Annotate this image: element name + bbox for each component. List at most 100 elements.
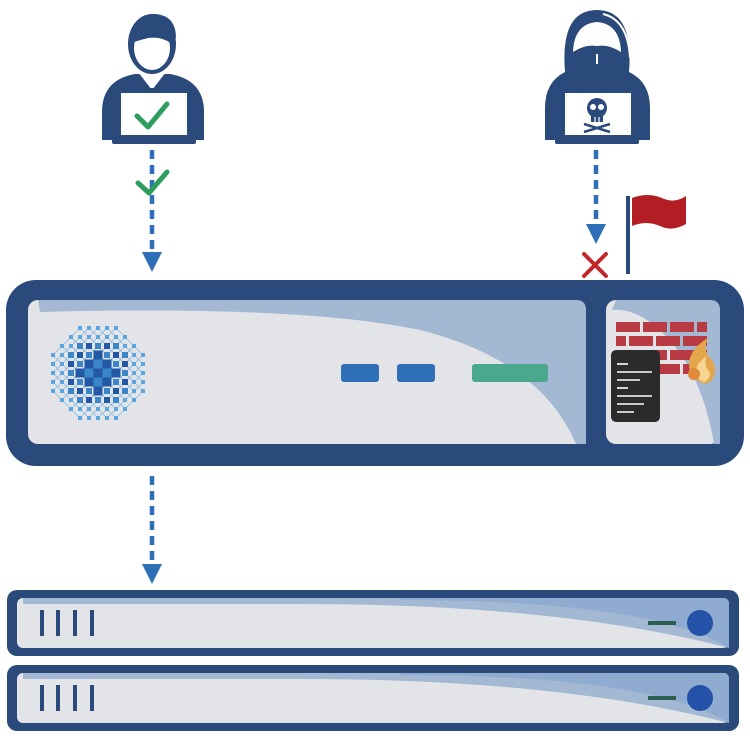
mesh-node <box>141 371 145 375</box>
mesh-node <box>51 353 55 357</box>
mesh-node <box>122 361 128 367</box>
check-icon <box>135 169 170 196</box>
mesh-node <box>60 371 64 375</box>
mesh-node <box>95 343 101 349</box>
mesh-node <box>86 388 92 394</box>
mesh-node <box>68 370 74 376</box>
mesh-node <box>51 389 55 393</box>
mesh-node <box>69 344 73 348</box>
mesh-node <box>105 335 109 339</box>
mesh-node <box>113 379 119 385</box>
mesh-node <box>95 397 101 403</box>
mesh-node <box>93 359 103 369</box>
network-mesh-icon <box>51 326 145 420</box>
mesh-node <box>102 359 112 369</box>
mesh-node <box>141 353 145 357</box>
mesh-node <box>105 326 109 330</box>
mesh-node <box>123 344 127 348</box>
mesh-node <box>114 416 118 420</box>
x-icon <box>582 252 608 278</box>
mesh-node <box>132 344 136 348</box>
mesh-node <box>87 335 91 339</box>
mesh-node <box>132 389 136 393</box>
mesh-node <box>113 397 119 403</box>
mesh-node <box>123 398 127 402</box>
mesh-node <box>93 350 103 360</box>
rack-server-icon <box>7 590 739 656</box>
mesh-node <box>96 335 100 339</box>
mesh-node <box>113 361 119 367</box>
mesh-node <box>113 343 119 349</box>
user-to-gateway-connection <box>142 150 162 272</box>
mesh-node <box>78 416 82 420</box>
mesh-node <box>102 368 112 378</box>
mesh-node <box>96 326 100 330</box>
mesh-node <box>84 368 94 378</box>
mesh-node <box>75 368 85 378</box>
mesh-node <box>60 362 64 366</box>
mesh-node <box>69 398 73 402</box>
user-laptop-icon <box>102 14 204 144</box>
hooded-hacker-icon <box>545 10 650 144</box>
mesh-node <box>77 352 83 358</box>
mesh-node <box>104 397 110 403</box>
mesh-node <box>104 352 110 358</box>
mesh-node <box>132 353 136 357</box>
mesh-node <box>68 388 74 394</box>
mesh-node <box>86 352 92 358</box>
mesh-node <box>102 377 112 387</box>
mesh-node <box>132 380 136 384</box>
mesh-node <box>123 335 127 339</box>
mesh-node <box>77 343 83 349</box>
mesh-node <box>68 352 74 358</box>
mesh-node <box>78 335 82 339</box>
status-leds <box>341 364 548 382</box>
mesh-node <box>51 371 55 375</box>
mesh-node <box>69 335 73 339</box>
mesh-node <box>51 380 55 384</box>
mesh-node <box>114 326 118 330</box>
mesh-node <box>114 335 118 339</box>
mesh-node <box>93 377 103 387</box>
mesh-node <box>105 416 109 420</box>
mesh-node <box>78 326 82 330</box>
mesh-node <box>51 362 55 366</box>
mesh-node <box>84 359 94 369</box>
mesh-node <box>87 407 91 411</box>
mesh-node <box>93 386 103 396</box>
mesh-node <box>113 352 119 358</box>
mesh-node <box>87 416 91 420</box>
mesh-node <box>77 388 83 394</box>
mesh-node <box>77 397 83 403</box>
mesh-node <box>78 407 82 411</box>
mesh-node <box>114 407 118 411</box>
mesh-node <box>105 407 109 411</box>
mesh-node <box>60 398 64 402</box>
mesh-node <box>123 407 127 411</box>
mesh-node <box>113 388 119 394</box>
mesh-node <box>60 389 64 393</box>
mesh-node <box>122 379 128 385</box>
mesh-node <box>104 388 110 394</box>
mesh-node <box>96 407 100 411</box>
mesh-node <box>132 362 136 366</box>
attacker-to-gateway-connection <box>586 150 606 244</box>
mesh-node <box>77 361 83 367</box>
mesh-node <box>132 398 136 402</box>
mesh-node <box>104 343 110 349</box>
mesh-node <box>111 368 121 378</box>
mesh-node <box>60 380 64 384</box>
rack-server-icon <box>7 665 739 731</box>
mesh-node <box>68 361 74 367</box>
mesh-node <box>122 388 128 394</box>
mesh-node <box>84 377 94 387</box>
mesh-node <box>141 389 145 393</box>
firewall-icon <box>611 322 715 422</box>
mesh-node <box>93 368 103 378</box>
check-icon <box>134 101 170 130</box>
red-flag-icon <box>626 195 686 274</box>
mesh-node <box>86 343 92 349</box>
skull-icon <box>583 98 611 134</box>
mesh-node <box>68 379 74 385</box>
mesh-node <box>60 353 64 357</box>
